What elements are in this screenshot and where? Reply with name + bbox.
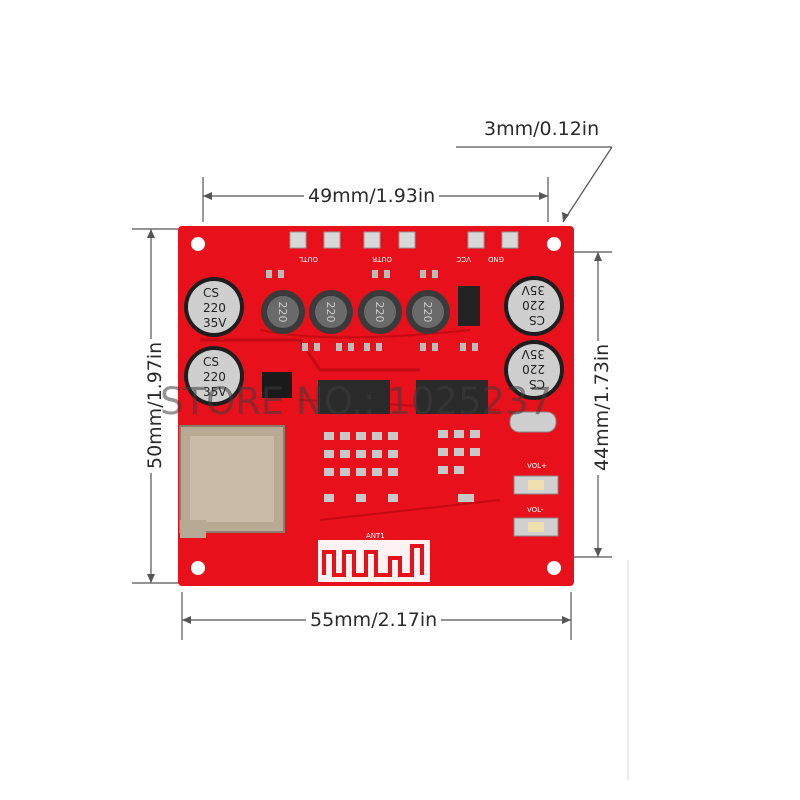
inductor-label-2: 220 <box>324 302 337 323</box>
vol-minus-button <box>513 517 559 537</box>
svg-text:CS: CS <box>203 355 219 369</box>
capacitor-top-left: CS 220 35V <box>184 277 244 337</box>
vol-plus-label: VOL+ <box>527 462 547 470</box>
svg-text:CS: CS <box>529 313 545 327</box>
smd-pads <box>266 270 478 351</box>
pcb-board: OUTL OUTR VCC GND CS 220 35V CS 220 35V … <box>178 226 574 586</box>
pin-label-vcc: VCC <box>456 255 471 263</box>
pin-label-gnd: GND <box>488 255 504 263</box>
watermark: STORE NO.: 1025237 <box>160 380 553 423</box>
amplifier-chip-left <box>318 380 390 414</box>
svg-text:35V: 35V <box>203 316 227 330</box>
svg-text:35V: 35V <box>521 347 545 361</box>
crystal <box>509 411 557 433</box>
pin-pads <box>289 231 519 249</box>
inductor-label-4: 220 <box>421 302 434 323</box>
antenna-label: ANT1 <box>366 532 385 540</box>
svg-text:220: 220 <box>522 362 545 376</box>
dimension-label-hole-offset: 3mm/0.12in <box>480 118 604 140</box>
component-grid <box>324 430 480 502</box>
dimension-label-bottom-width: 55mm/2.17in <box>306 609 442 631</box>
dimension-label-top-width: 49mm/1.93in <box>304 185 440 207</box>
pin-label-outl: OUTL <box>299 255 318 263</box>
dimension-arrows <box>147 192 602 624</box>
mounting-holes <box>191 237 561 575</box>
diode <box>458 286 480 326</box>
capacitor-top-right: CS 220 35V <box>504 276 564 336</box>
vol-minus-label: VOL- <box>527 506 544 514</box>
amplifier-chip-right <box>416 380 488 414</box>
sd-card-slot <box>179 425 285 538</box>
svg-text:CS: CS <box>529 377 545 391</box>
svg-text:220: 220 <box>522 298 545 312</box>
svg-text:220: 220 <box>203 301 226 315</box>
dimension-label-right-height: 44mm/1.73in <box>591 341 613 475</box>
svg-text:35V: 35V <box>203 385 227 399</box>
vol-plus-button <box>513 475 559 495</box>
capacitor-bottom-left: CS 220 35V <box>184 346 244 406</box>
svg-text:35V: 35V <box>521 283 545 297</box>
regulator <box>262 372 292 398</box>
antenna <box>318 540 430 582</box>
inductors <box>261 290 450 334</box>
pin-label-outr: OUTR <box>372 255 392 263</box>
svg-text:220: 220 <box>203 370 226 384</box>
svg-text:CS: CS <box>203 286 219 300</box>
inductor-label-1: 220 <box>276 302 289 323</box>
inductor-label-3: 220 <box>373 302 386 323</box>
capacitor-bottom-right: CS 220 35V <box>504 340 564 400</box>
